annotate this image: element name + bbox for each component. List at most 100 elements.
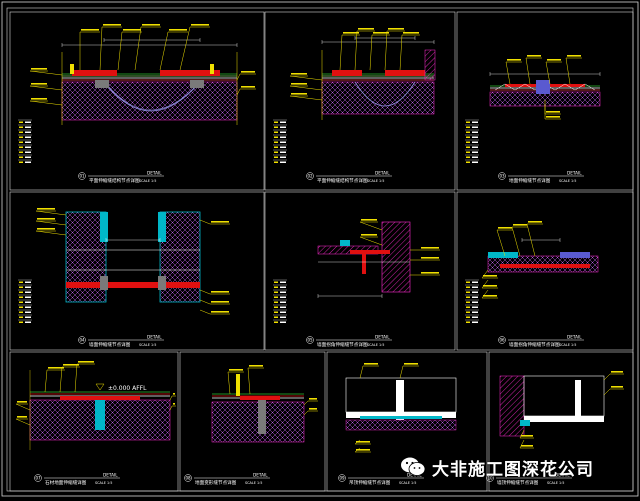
note-text bbox=[142, 24, 160, 26]
detail-number: 01 bbox=[79, 174, 85, 179]
table-cell bbox=[466, 291, 470, 293]
table-cell bbox=[472, 291, 478, 293]
detail-number: 02 bbox=[307, 174, 313, 179]
table-cell bbox=[472, 161, 478, 163]
cover-plate bbox=[332, 70, 362, 76]
note-text bbox=[291, 73, 307, 75]
panel-frame bbox=[456, 191, 634, 351]
table-cell bbox=[19, 301, 23, 303]
table-cell bbox=[274, 136, 278, 138]
detail-number: 10 bbox=[487, 476, 493, 481]
arc-membrane bbox=[354, 81, 416, 107]
leader bbox=[354, 30, 358, 71]
note-text bbox=[31, 83, 47, 85]
table-cell bbox=[25, 306, 31, 308]
note-text bbox=[521, 445, 533, 447]
leader bbox=[169, 395, 173, 401]
detail-drawings: ±0.000 AFFL bbox=[15, 24, 624, 453]
leader bbox=[511, 226, 521, 257]
table-cell bbox=[25, 146, 31, 148]
leader bbox=[384, 30, 388, 71]
table-cell bbox=[466, 121, 470, 123]
table-cell bbox=[466, 131, 470, 133]
detail-number: 06 bbox=[499, 338, 505, 343]
anchor bbox=[100, 276, 108, 290]
detail-scale: SCALE 1:5 bbox=[559, 343, 576, 347]
note-text bbox=[421, 257, 439, 259]
sealant bbox=[520, 420, 530, 426]
leader bbox=[29, 70, 63, 76]
note-text bbox=[17, 416, 27, 418]
note-text bbox=[373, 32, 389, 34]
leader bbox=[59, 366, 63, 393]
table-cell bbox=[274, 281, 278, 283]
leader bbox=[369, 34, 373, 71]
table-cell bbox=[274, 131, 278, 133]
table-cell bbox=[466, 146, 470, 148]
detail-scale: SCALE 1:5 bbox=[139, 343, 156, 347]
note-text bbox=[37, 208, 55, 210]
ceiling-layer bbox=[345, 419, 457, 431]
table-cell bbox=[25, 161, 31, 163]
leader bbox=[545, 61, 551, 85]
note-text bbox=[546, 111, 560, 113]
leader bbox=[526, 223, 536, 257]
note-text bbox=[81, 29, 99, 31]
table-cell bbox=[25, 301, 31, 303]
leader bbox=[227, 371, 231, 395]
table-cell bbox=[274, 296, 278, 298]
leader bbox=[199, 299, 211, 305]
note-text bbox=[103, 24, 121, 26]
wall-trim bbox=[100, 212, 108, 242]
leader bbox=[399, 365, 404, 379]
table-cell bbox=[472, 146, 478, 148]
wall-stub bbox=[424, 49, 436, 81]
note-text bbox=[361, 234, 377, 236]
table-cell bbox=[472, 316, 478, 318]
leader bbox=[35, 230, 67, 236]
table-cell bbox=[19, 141, 23, 143]
note-text bbox=[291, 83, 307, 85]
detail-tag: DETAIL bbox=[567, 335, 582, 340]
table-cell bbox=[280, 126, 286, 128]
leader bbox=[15, 403, 31, 411]
detail-scale: SCALE 1:5 bbox=[559, 179, 576, 183]
table-cell bbox=[466, 126, 470, 128]
note-text bbox=[364, 363, 378, 365]
note-text bbox=[483, 295, 497, 297]
bolt bbox=[210, 64, 214, 74]
note-text bbox=[211, 311, 229, 313]
note-text bbox=[17, 401, 27, 403]
detail-caption: 吊顶伸缩缝节点详图 bbox=[349, 479, 391, 486]
detail-bubble bbox=[78, 172, 86, 180]
level-triangle bbox=[95, 383, 105, 391]
leader bbox=[199, 289, 211, 295]
table-cell bbox=[466, 141, 470, 143]
leader bbox=[399, 34, 403, 71]
note-text bbox=[513, 224, 527, 226]
leader bbox=[359, 236, 383, 246]
table-cell bbox=[280, 321, 286, 323]
table-cell bbox=[19, 156, 23, 158]
leader bbox=[481, 279, 489, 289]
note-text bbox=[191, 24, 209, 26]
detail-bubble bbox=[306, 172, 314, 180]
table-cell bbox=[19, 306, 23, 308]
leader bbox=[199, 309, 211, 315]
note-text bbox=[421, 247, 439, 249]
panel-frame bbox=[456, 11, 634, 191]
panel-frame bbox=[9, 351, 179, 492]
table-cell bbox=[472, 141, 478, 143]
table-cell bbox=[25, 281, 31, 283]
note-text bbox=[123, 29, 141, 31]
note-text bbox=[498, 227, 512, 229]
panel-frame bbox=[264, 191, 456, 351]
table-cell bbox=[472, 281, 478, 283]
leader bbox=[44, 369, 48, 393]
table-cell bbox=[19, 146, 23, 148]
note-text bbox=[309, 398, 317, 400]
wall-trim bbox=[158, 212, 166, 242]
